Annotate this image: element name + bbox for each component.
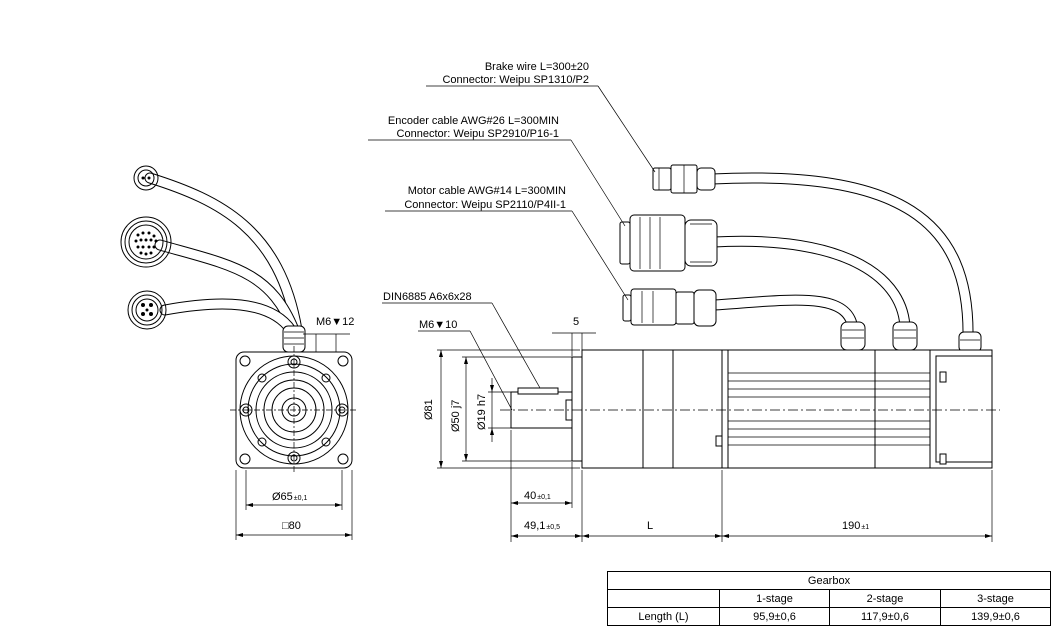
dim-l49: 49,1±0,5 xyxy=(524,520,560,532)
key-callout: DIN6885 A6x6x28 xyxy=(383,291,472,303)
dim-sq80: □80 xyxy=(282,520,301,532)
dim-d50: Ø50 j7 xyxy=(450,400,462,432)
dim-l40: 40±0,1 xyxy=(524,490,551,502)
table-corner xyxy=(607,589,720,608)
table-row-label: Length (L) xyxy=(607,607,720,626)
gearbox-table: Gearbox 1-stage 2-stage 3-stage Length (… xyxy=(607,571,1051,626)
motor-callout-line2: Connector: Weipu SP2110/P4II-1 xyxy=(404,199,566,211)
table-header-stage2: 2-stage xyxy=(829,589,941,608)
brake-callout-line1: Brake wire L=300±20 xyxy=(485,61,589,73)
motor-callout-line1: Motor cable AWG#14 L=300MIN xyxy=(408,185,566,197)
dim-m6-side: M6▼12 xyxy=(316,316,354,328)
motor-connector-end-icon xyxy=(127,290,167,330)
dim-L: L xyxy=(647,520,653,532)
dim-offset-5: 5 xyxy=(573,316,579,328)
technical-drawing: M6▼12 Ø65±0,1 □80 xyxy=(120,61,1000,542)
table-header-stage1: 1-stage xyxy=(719,589,830,608)
brake-callout-line2: Connector: Weipu SP1310/P2 xyxy=(442,74,589,86)
table-cell-length-2: 117,9±0,6 xyxy=(829,607,941,626)
motor-connector-side-icon xyxy=(622,288,717,327)
encoder-callout-line2: Connector: Weipu SP2910/P16-1 xyxy=(397,128,559,140)
encoder-connector-side-icon xyxy=(619,214,718,272)
end-view: M6▼12 Ø65±0,1 □80 xyxy=(120,165,358,540)
brake-connector-end-icon xyxy=(133,165,159,191)
dim-d65: Ø65±0,1 xyxy=(272,491,307,503)
gearbox-table-title: Gearbox xyxy=(607,571,1051,590)
side-view: Brake wire L=300±20 Connector: Weipu SP1… xyxy=(368,61,1000,542)
dim-d81: Ø81 xyxy=(423,399,435,420)
table-cell-length-1: 95,9±0,6 xyxy=(719,607,830,626)
encoder-connector-end-icon xyxy=(120,216,172,268)
dim-d19: Ø19 h7 xyxy=(476,394,488,430)
table-cell-length-3: 139,9±0,6 xyxy=(940,607,1051,626)
table-header-stage3: 3-stage xyxy=(940,589,1051,608)
encoder-callout-line1: Encoder cable AWG#26 L=300MIN xyxy=(388,115,559,127)
brake-connector-side-icon xyxy=(652,164,716,194)
dim-m6-front: M6▼10 xyxy=(419,319,457,331)
dim-l190: 190±1 xyxy=(842,520,869,532)
